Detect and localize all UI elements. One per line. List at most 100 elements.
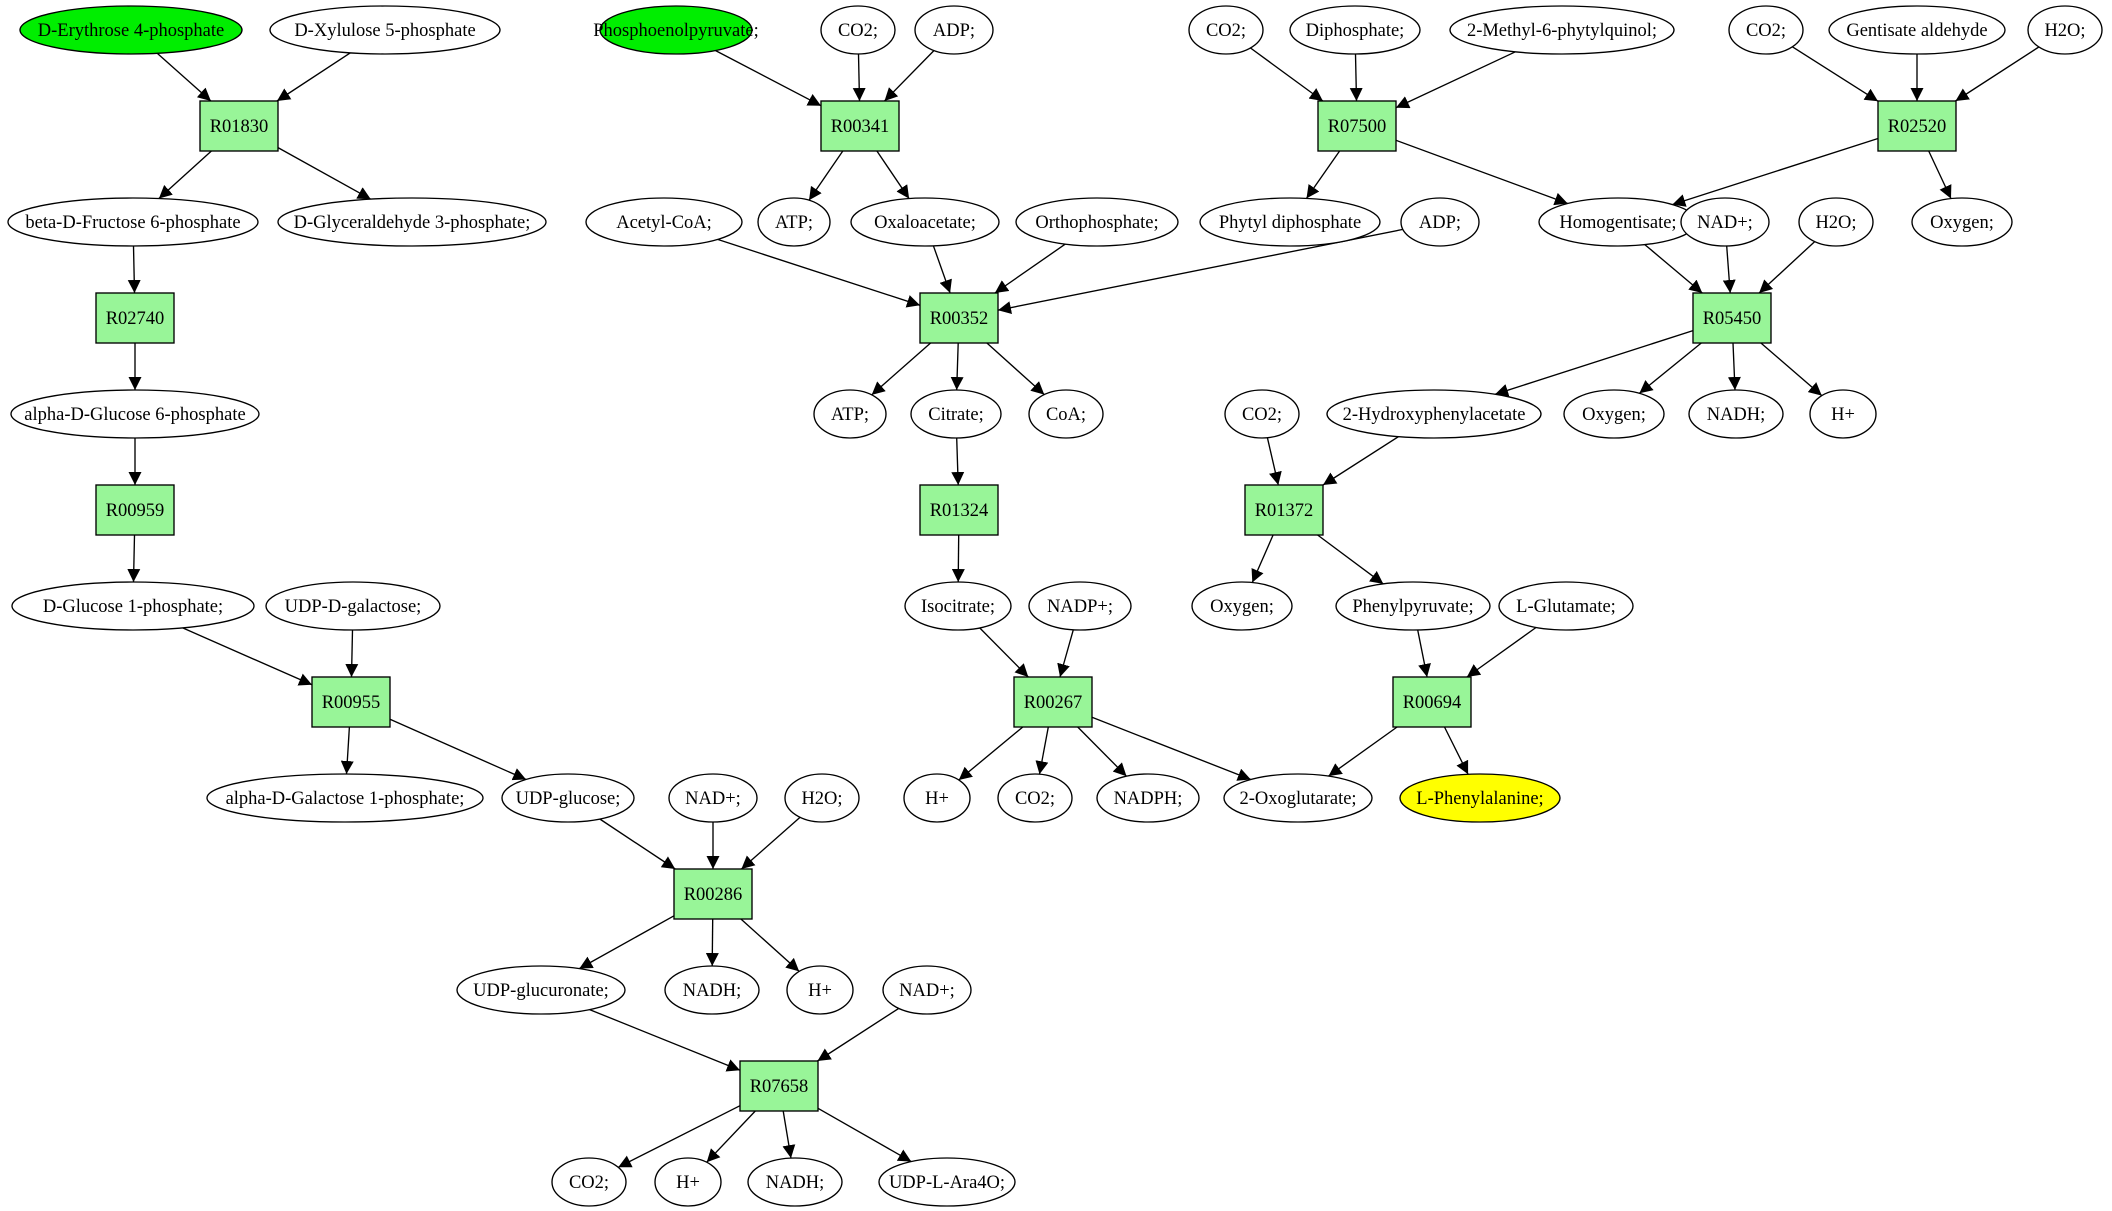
edge-xu5p-to-R01830 [276,52,351,102]
compound-ellipse [850,197,1000,247]
edge-mpq-to-R07500 [1395,51,1516,109]
compound-label: CO2; [1015,789,1055,809]
reaction-node-R07500: R07500 [1317,100,1397,152]
edge-R00267-to-nadph [1077,726,1127,777]
compound-label: L-Glutamate; [1516,597,1616,617]
edge-cit-to-R01324 [951,437,965,486]
edge-R01372-to-oxy_c [1251,534,1274,583]
reaction-label: R00352 [930,309,989,329]
compound-ellipse [1326,389,1542,439]
edge-bf6p-to-R02740 [127,245,141,294]
reaction-box [199,100,279,152]
edge-nad_c-to-R07658 [817,1007,900,1062]
edge-R00267-to-akg [1091,716,1252,781]
compound-node-hplus_b: H+ [903,773,971,823]
reaction-node-R01372: R01372 [1244,484,1324,536]
compound-label: alpha-D-Galactose 1-phosphate; [226,789,465,809]
edge-R02520-to-hga [1672,137,1879,207]
compound-ellipse [1191,581,1293,631]
edge-R00694-to-akg [1328,726,1398,777]
compound-ellipse [1563,389,1665,439]
compound-ellipse [1289,5,1421,55]
reaction-node-R00341: R00341 [820,100,900,152]
reaction-box [739,1060,819,1112]
compound-ellipse [269,5,501,55]
reaction-box [919,484,999,536]
compound-node-co2_b: CO2; [1188,5,1264,55]
compound-ellipse [1449,5,1675,55]
nodes-layer: D-Erythrose 4-phosphate D-Xylulose 5-phos… [7,5,2103,1207]
reaction-label: R01372 [1255,501,1314,521]
compound-ellipse [757,197,831,247]
edge-e4p-to-R01830 [156,52,212,102]
compound-label: CO2; [1746,21,1786,41]
reaction-label: R05450 [1703,309,1762,329]
compound-ellipse [668,773,758,823]
compound-node-adp_a: ADP; [914,5,994,55]
compound-ellipse [910,389,1002,439]
compound-node-nadp: NADP+; [1028,581,1132,631]
compound-label: 2-Oxoglutarate; [1239,789,1356,809]
compound-node-pi: Orthophosphate; [1015,197,1179,247]
edge-R00352-to-coa [986,342,1045,396]
reaction-box [673,868,753,920]
reaction-label: R01830 [210,117,269,137]
compound-ellipse [599,5,753,55]
edge-oaa-to-R00352 [932,245,952,294]
compound-label: ATP; [831,405,869,425]
compound-ellipse [206,773,484,823]
compound-label: UDP-D-galactose; [285,597,422,617]
compound-ellipse [747,1157,843,1207]
compound-label: H+ [1831,405,1855,425]
reaction-label: R07500 [1328,117,1387,137]
edge-R07658-to-nadh_c [782,1110,796,1159]
compound-label: Oxygen; [1930,213,1994,233]
compound-ellipse [1498,581,1634,631]
compound-label: Phosphoenolpyruvate; [593,21,758,41]
reaction-label: R01324 [930,501,989,521]
compound-label: Diphosphate; [1306,21,1405,41]
edge-R00352-to-cit [950,342,964,391]
compound-node-atp_a: ATP; [757,197,831,247]
edge-co2_d-to-R01372 [1266,437,1282,486]
compound-label: H2O; [2044,21,2085,41]
edge-pi-to-R00352 [994,243,1066,294]
compound-label: D-Xylulose 5-phosphate [294,21,475,41]
reaction-label: R00955 [322,693,381,713]
compound-node-hplus_d: H+ [654,1157,722,1207]
compound-label: CO2; [1206,21,1246,41]
edge-icit-to-R00267 [979,627,1029,678]
edge-R00955-to-agal1p [340,726,354,775]
compound-node-g1p: D-Glucose 1-phosphate; [11,581,255,631]
compound-label: CO2; [569,1173,609,1193]
compound-label: D-Glyceraldehyde 3-phosphate; [294,213,531,233]
compound-node-e4p: D-Erythrose 4-phosphate [19,5,243,55]
compound-label: CO2; [838,21,878,41]
reaction-box [820,100,900,152]
compound-label: 2-Hydroxyphenylacetate [1343,405,1526,425]
compound-node-h2o_a: H2O; [2027,5,2103,55]
compound-ellipse [2027,5,2103,55]
compound-label: Phytyl diphosphate [1219,213,1361,233]
edge-h2o_b-to-R05450 [1758,241,1816,294]
compound-ellipse [1188,5,1264,55]
compound-node-oxy_a: Oxygen; [1911,197,2013,247]
compound-ellipse [10,389,260,439]
edge-R00341-to-atp_a [808,150,844,201]
edge-R02520-to-oxy_a [1928,150,1952,199]
edge-R01372-to-phpyr [1317,534,1384,585]
compound-ellipse [1335,581,1491,631]
compound-ellipse [1809,389,1877,439]
compound-ellipse [1028,581,1132,631]
compound-ellipse [1828,5,2006,55]
edge-R00267-to-hplus_b [958,726,1024,781]
compound-node-h2o_b: H2O; [1798,197,1874,247]
reaction-node-R01324: R01324 [919,484,999,536]
compound-label: Homogentisate; [1559,213,1676,233]
reaction-label: R02740 [106,309,165,329]
compound-ellipse [1728,5,1804,55]
edge-R05450-to-oxy_b [1638,342,1702,394]
compound-ellipse [1688,389,1784,439]
compound-ellipse [551,1157,627,1207]
compound-node-hga: Homogentisate; [1538,197,1698,247]
